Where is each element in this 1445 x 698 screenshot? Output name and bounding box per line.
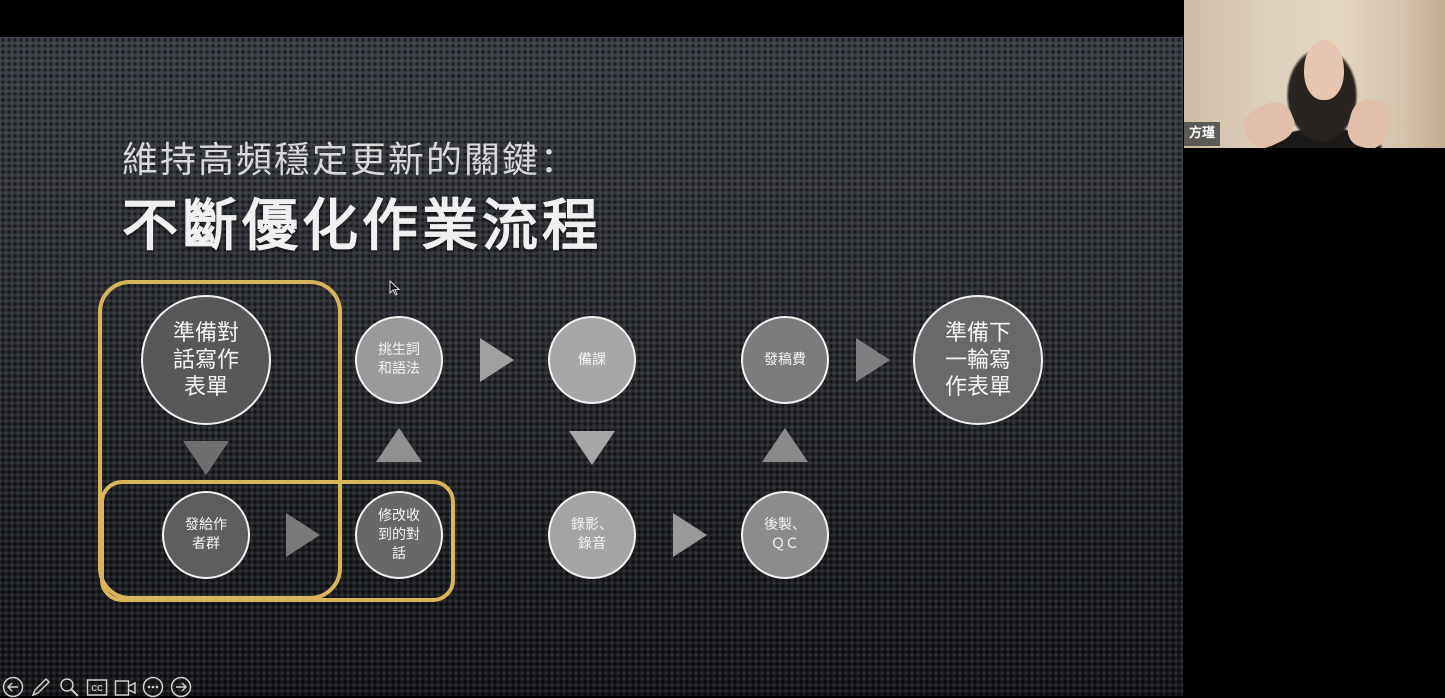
participant-hand: [1343, 95, 1395, 148]
arrow-down-icon: [183, 441, 229, 475]
arrow-right-circle-icon: [170, 676, 192, 698]
arrow-right-icon: [480, 338, 514, 382]
flow-node-label: 錄影、 錄音: [571, 517, 613, 552]
participant-hand: [1237, 96, 1301, 148]
flow-node-prepare-form: 準備對 話寫作 表單: [141, 295, 271, 425]
cc-icon: CC: [86, 679, 108, 696]
flow-node-label: 發給作 者群: [185, 517, 227, 552]
flow-node-record: 錄影、 錄音: [548, 491, 636, 579]
flow-node-pay-fees: 發稿費: [741, 316, 829, 404]
more-options-button[interactable]: [142, 676, 164, 698]
presentation-slide: 維持高頻穩定更新的關鍵： 不斷優化作業流程 準備對 話寫作 表單 發給作 者群 …: [0, 37, 1183, 696]
pen-button[interactable]: [30, 676, 52, 698]
magnifier-icon: [60, 678, 79, 697]
captions-button[interactable]: CC: [86, 676, 108, 698]
flow-node-label: 後製、 ＱＣ: [764, 517, 806, 552]
flow-node-label: 挑生詞 和語法: [378, 342, 420, 377]
flow-node-prepare-next: 準備下 一輪寫 作表單: [913, 295, 1043, 425]
arrow-down-icon: [569, 431, 615, 465]
flow-node-prepare-lesson: 備課: [548, 316, 636, 404]
slide-title: 不斷優化作業流程: [122, 194, 602, 259]
pen-icon: [31, 677, 51, 697]
slide-subtitle: 維持高頻穩定更新的關鍵：: [122, 140, 579, 181]
flow-node-post-production: 後製、 ＱＣ: [741, 491, 829, 579]
flow-node-pick-vocab: 挑生詞 和語法: [355, 316, 443, 404]
highlight-box-collection: [100, 480, 455, 602]
participant-face: [1304, 40, 1344, 100]
mouse-cursor-icon: [389, 280, 401, 296]
video-camera-icon: [114, 680, 136, 696]
arrow-right-icon: [673, 513, 707, 557]
arrow-right-icon: [856, 338, 890, 382]
flow-node-send-to-authors: 發給作 者群: [162, 491, 250, 579]
arrow-up-icon: [376, 428, 422, 462]
arrow-left-circle-icon: [2, 676, 24, 698]
arrow-up-icon: [762, 428, 808, 462]
flow-node-label: 準備對 話寫作 表單: [172, 320, 239, 400]
flow-node-revise-dialogues: 修改收 到的對 話: [355, 491, 443, 579]
participant-video-tile[interactable]: 方瑾: [1184, 0, 1445, 148]
flow-node-label: 備課: [578, 351, 606, 368]
participant-name-label: 方瑾: [1184, 122, 1221, 146]
camera-button[interactable]: [114, 676, 136, 698]
flow-node-label: 發稿費: [764, 351, 806, 368]
next-slide-button[interactable]: [170, 676, 192, 698]
more-icon: [142, 676, 164, 698]
arrow-right-icon: [286, 513, 320, 557]
flow-node-label: 準備下 一輪寫 作表單: [944, 320, 1011, 400]
flow-node-label: 修改收 到的對 話: [378, 507, 420, 562]
zoom-button[interactable]: [58, 676, 80, 698]
svg-text:CC: CC: [91, 684, 103, 693]
presenter-toolbar: CC: [2, 676, 192, 698]
previous-slide-button[interactable]: [2, 676, 24, 698]
